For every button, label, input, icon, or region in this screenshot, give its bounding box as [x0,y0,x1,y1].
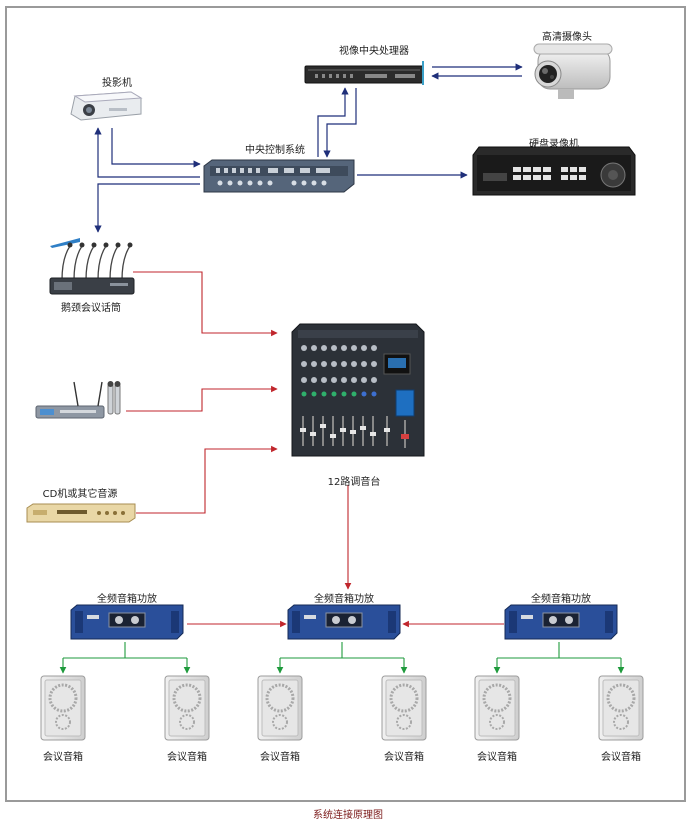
label-amp-right: 全频音箱功放 [531,594,591,605]
label-video-processor: 视像中央处理器 [339,46,409,57]
mixer-icon [291,323,425,457]
speaker-icon-5 [474,675,520,741]
power-amp-icon-left [70,604,184,640]
speaker-icon-2 [164,675,210,741]
label-cd-source: CD机或其它音源 [42,489,118,500]
audio-links [126,271,504,628]
label-projector: 投影机 [102,78,132,89]
dvr-icon [472,146,636,196]
speaker-icon-3 [257,675,303,741]
label-gooseneck-mic: 鹅颈会议话筒 [61,303,121,314]
speaker-icon-4 [381,675,427,741]
cd-player-icon [26,503,136,523]
wireless-mic-icon [35,381,121,419]
speaker-icon-6 [598,675,644,741]
speaker-icon-1 [40,675,86,741]
control-host-icon [203,159,355,193]
speaker-links [59,642,625,674]
label-speaker-1: 会议音箱 [43,752,83,763]
power-amp-icon-center [287,604,401,640]
label-speaker-3: 会议音箱 [260,752,300,763]
label-amp-center: 全频音箱功放 [314,594,374,605]
projector-icon [70,91,143,121]
label-amp-left: 全频音箱功放 [97,594,157,605]
label-speaker-6: 会议音箱 [601,752,641,763]
label-speaker-5: 会议音箱 [477,752,517,763]
label-speaker-2: 会议音箱 [167,752,207,763]
label-speaker-4: 会议音箱 [384,752,424,763]
figure-caption: 系统连接原理图 [313,810,383,821]
bullet-camera-icon [533,43,613,99]
video-links [94,63,523,233]
label-hd-camera: 高清摄像头 [542,32,592,43]
rack-unit-icon [304,61,424,85]
diagram-frame [5,6,686,802]
gooseneck-mic-icon [49,238,135,295]
label-mixer: 12路调音台 [327,477,381,488]
label-dvr: 硬盘录像机 [529,139,579,150]
label-central-control: 中央控制系统 [245,145,305,156]
power-amp-icon-right [504,604,618,640]
